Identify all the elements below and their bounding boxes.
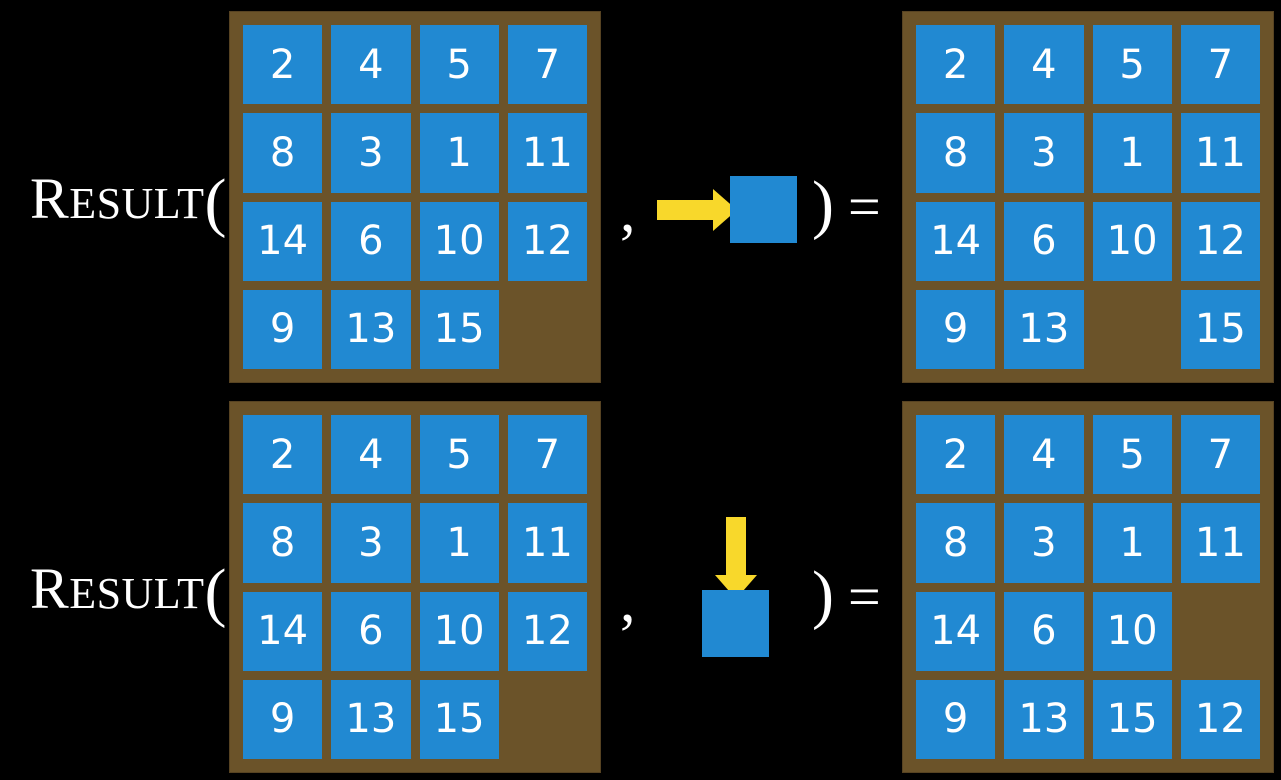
- tile[interactable]: 12: [1180, 679, 1260, 759]
- arrow-down-icon: [715, 517, 757, 599]
- tile[interactable]: 4: [331, 25, 411, 105]
- tile[interactable]: 13: [1004, 289, 1084, 369]
- tile[interactable]: 6: [1004, 591, 1084, 671]
- equals-sign-row2: =: [848, 564, 881, 629]
- tile[interactable]: 13: [1004, 679, 1084, 759]
- tile[interactable]: 4: [331, 415, 411, 495]
- tile[interactable]: 2: [243, 415, 323, 495]
- tile[interactable]: 14: [243, 201, 323, 281]
- blank-tile[interactable]: [1093, 290, 1172, 369]
- tile[interactable]: 10: [419, 201, 499, 281]
- move-tile-row1[interactable]: [730, 176, 797, 243]
- result-label-rest-row2: ESULT: [69, 569, 205, 618]
- tile[interactable]: 14: [916, 201, 996, 281]
- tile[interactable]: 1: [419, 503, 499, 583]
- tile[interactable]: 15: [419, 289, 499, 369]
- result-label-row1: RESULT(: [30, 170, 227, 236]
- result-label-row2: RESULT(: [30, 560, 227, 626]
- tile[interactable]: 9: [243, 289, 323, 369]
- tile[interactable]: 15: [1092, 679, 1172, 759]
- tile[interactable]: 3: [1004, 503, 1084, 583]
- close-paren-row1: ): [812, 168, 834, 241]
- arrow-shaft: [657, 200, 717, 220]
- tile[interactable]: 11: [1180, 113, 1260, 193]
- blank-tile[interactable]: [508, 680, 587, 759]
- result-label-open-paren-row1: (: [204, 166, 228, 239]
- blank-tile[interactable]: [1181, 592, 1260, 671]
- input-board-row1: 2 4 5 7 8 3 1 11 14 6 10 12 9 13 15: [230, 12, 600, 382]
- tile[interactable]: 2: [916, 415, 996, 495]
- tile[interactable]: 7: [507, 25, 587, 105]
- tile[interactable]: 9: [243, 679, 323, 759]
- blank-tile[interactable]: [508, 290, 587, 369]
- tile[interactable]: 10: [1092, 591, 1172, 671]
- tile[interactable]: 13: [331, 289, 411, 369]
- tile[interactable]: 3: [1004, 113, 1084, 193]
- tile[interactable]: 12: [507, 201, 587, 281]
- tile[interactable]: 3: [331, 113, 411, 193]
- separator-comma-row2: ,: [620, 567, 636, 635]
- tile[interactable]: 5: [419, 25, 499, 105]
- tile[interactable]: 10: [419, 591, 499, 671]
- tile[interactable]: 6: [1004, 201, 1084, 281]
- tile[interactable]: 13: [331, 679, 411, 759]
- tile[interactable]: 14: [243, 591, 323, 671]
- tile[interactable]: 1: [419, 113, 499, 193]
- tile[interactable]: 11: [507, 113, 587, 193]
- result-label-open-paren-row2: (: [204, 556, 228, 629]
- tile[interactable]: 3: [331, 503, 411, 583]
- arrow-right-icon: [657, 189, 737, 231]
- tile[interactable]: 1: [1092, 113, 1172, 193]
- tile[interactable]: 4: [1004, 415, 1084, 495]
- result-label-initial-row2: R: [30, 556, 70, 621]
- move-tile-row2[interactable]: [702, 590, 769, 657]
- tile[interactable]: 12: [1180, 201, 1260, 281]
- tile[interactable]: 5: [1092, 25, 1172, 105]
- result-label-initial-row1: R: [30, 166, 70, 231]
- tile[interactable]: 4: [1004, 25, 1084, 105]
- separator-comma-row1: ,: [620, 177, 636, 245]
- tile[interactable]: 2: [243, 25, 323, 105]
- tile[interactable]: 14: [916, 591, 996, 671]
- tile[interactable]: 5: [1092, 415, 1172, 495]
- result-label-rest-row1: ESULT: [69, 179, 205, 228]
- tile[interactable]: 8: [916, 503, 996, 583]
- tile[interactable]: 15: [1180, 289, 1260, 369]
- input-board-row2: 2 4 5 7 8 3 1 11 14 6 10 12 9 13 15: [230, 402, 600, 772]
- tile[interactable]: 11: [1180, 503, 1260, 583]
- tile[interactable]: 15: [419, 679, 499, 759]
- tile[interactable]: 11: [507, 503, 587, 583]
- tile[interactable]: 12: [507, 591, 587, 671]
- tile[interactable]: 8: [243, 503, 323, 583]
- tile[interactable]: 5: [419, 415, 499, 495]
- tile[interactable]: 7: [1180, 415, 1260, 495]
- tile[interactable]: 6: [331, 201, 411, 281]
- tile[interactable]: 9: [916, 289, 996, 369]
- tile[interactable]: 8: [243, 113, 323, 193]
- output-board-row2: 2 4 5 7 8 3 1 11 14 6 10 9 13 15 12: [903, 402, 1273, 772]
- equals-sign-row1: =: [848, 174, 881, 239]
- tile[interactable]: 8: [916, 113, 996, 193]
- tile[interactable]: 7: [507, 415, 587, 495]
- close-paren-row2: ): [812, 558, 834, 631]
- tile[interactable]: 2: [916, 25, 996, 105]
- tile[interactable]: 6: [331, 591, 411, 671]
- tile[interactable]: 9: [916, 679, 996, 759]
- output-board-row1: 2 4 5 7 8 3 1 11 14 6 10 12 9 13 15: [903, 12, 1273, 382]
- tile[interactable]: 1: [1092, 503, 1172, 583]
- tile[interactable]: 7: [1180, 25, 1260, 105]
- arrow-shaft: [726, 517, 746, 579]
- tile[interactable]: 10: [1092, 201, 1172, 281]
